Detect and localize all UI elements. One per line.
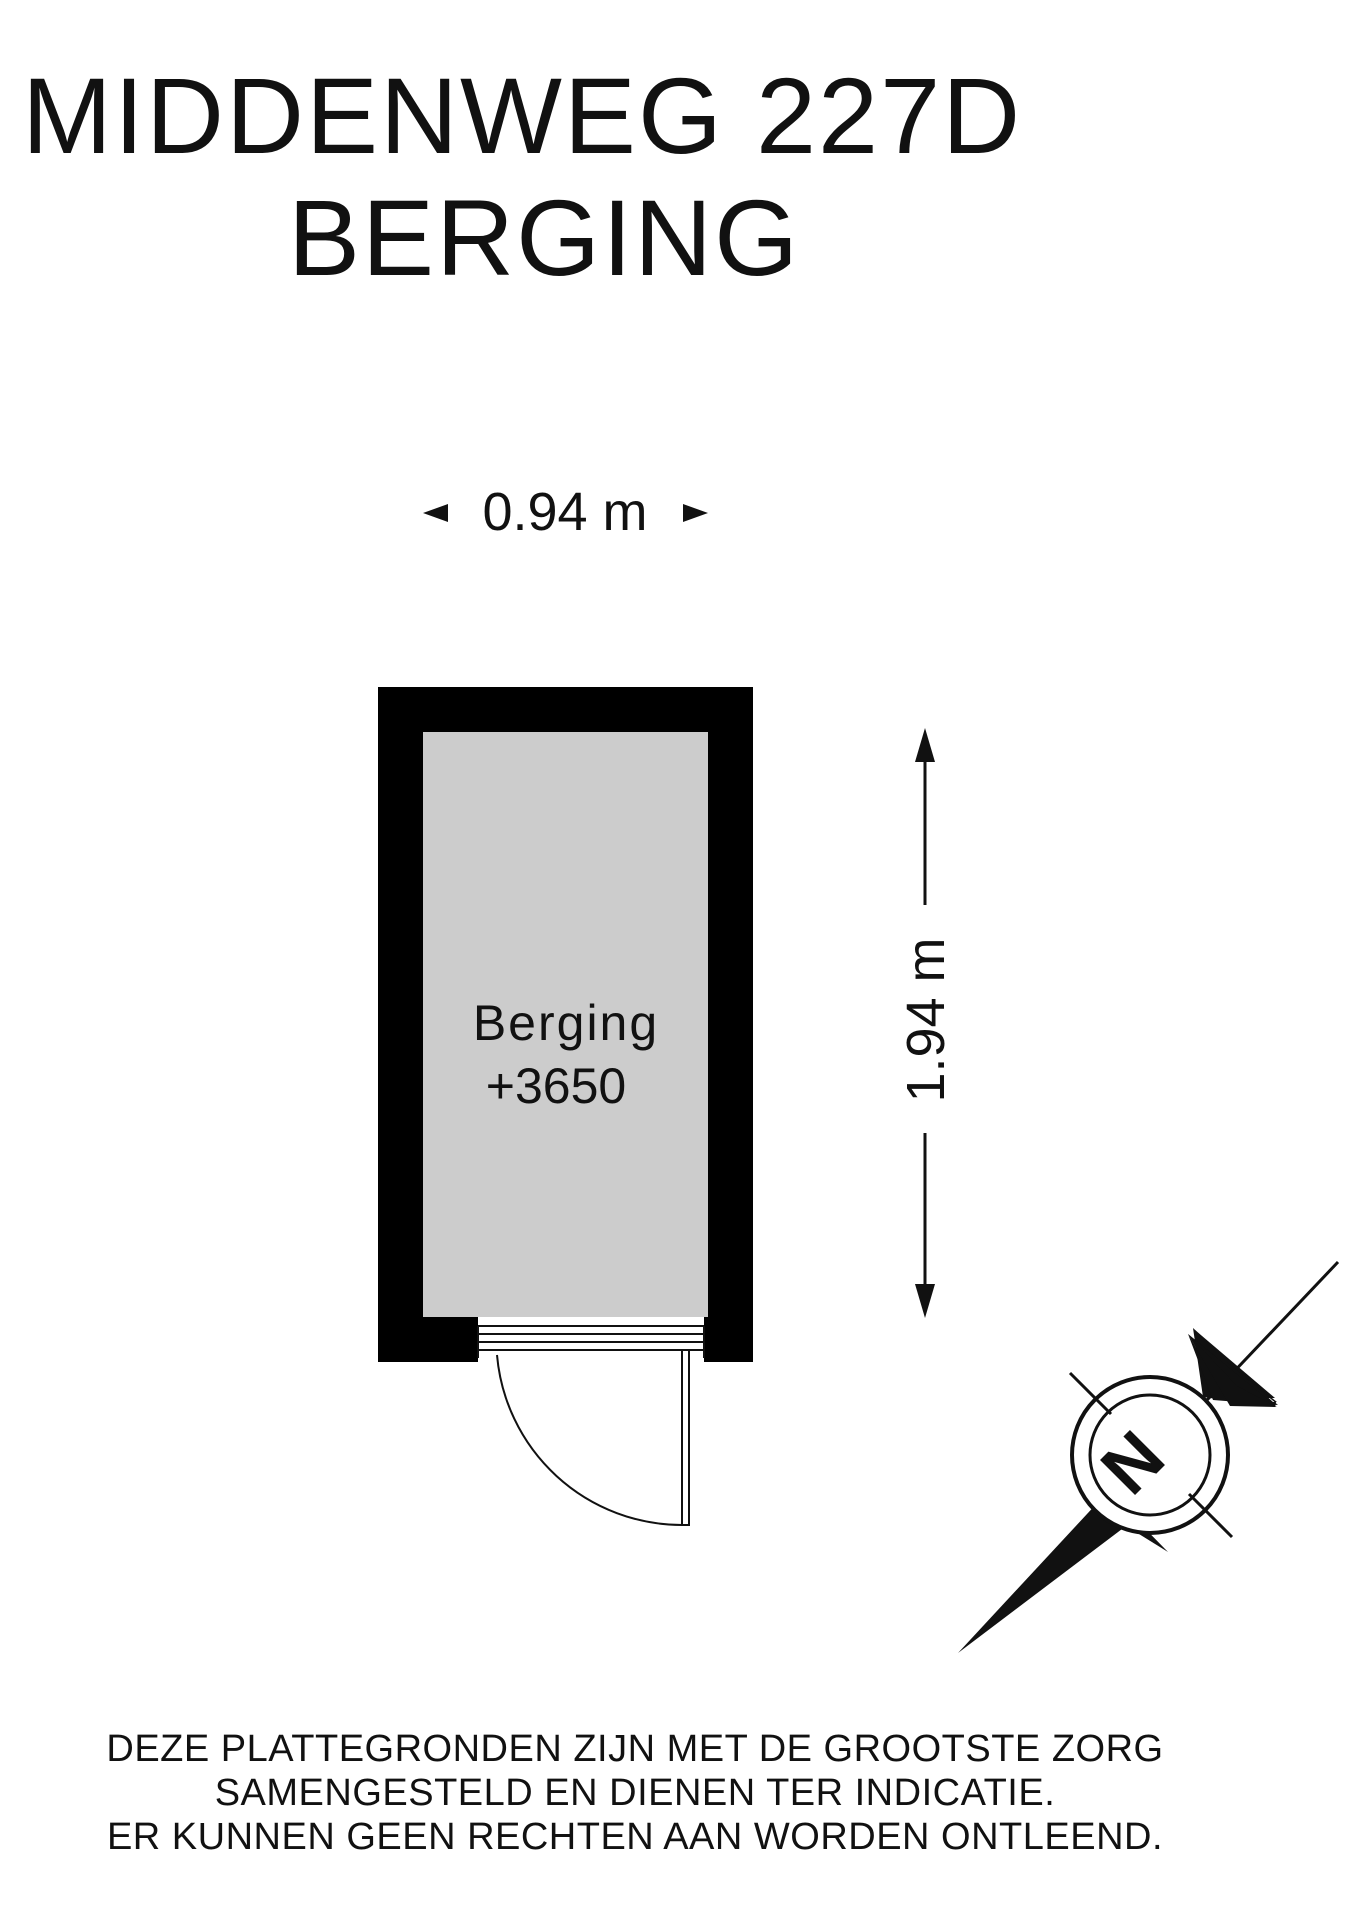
disclaimer-line: ER KUNNEN GEEN RECHTEN AAN WORDEN ONTLEE… bbox=[106, 1816, 1164, 1858]
room-level: +3650 bbox=[486, 1058, 626, 1114]
door-swing-arc bbox=[496, 1354, 683, 1526]
floor-plan-subtitle: BERGING bbox=[288, 177, 801, 298]
dimension-arrow-right-icon bbox=[683, 504, 708, 522]
width-label: 0.94 m bbox=[482, 482, 647, 542]
room-name: Berging bbox=[473, 995, 659, 1051]
disclaimer-line: DEZE PLATTEGRONDEN ZIJN MET DE GROOTSTE … bbox=[106, 1728, 1164, 1770]
storage-room: Berging +3650 bbox=[378, 687, 753, 1526]
disclaimer-line: SAMENGESTELD EN DIENEN TER INDICATIE. bbox=[214, 1772, 1056, 1814]
length-label: 1.94 m bbox=[896, 937, 956, 1102]
width-dimension: 0.94 m bbox=[423, 482, 708, 542]
compass-south-pointer bbox=[958, 1500, 1126, 1653]
disclaimer: DEZE PLATTEGRONDEN ZIJN MET DE GROOTSTE … bbox=[0, 1727, 1270, 1859]
address-title: MIDDENWEG 227D bbox=[22, 55, 1023, 176]
north-arrow-icon: N bbox=[958, 1260, 1340, 1653]
length-dimension: 1.94 m bbox=[896, 728, 956, 1318]
dimension-arrow-left-icon bbox=[423, 504, 448, 522]
dimension-arrow-down-icon bbox=[915, 1284, 935, 1318]
page-title: MIDDENWEG 227D BERGING bbox=[0, 55, 1100, 299]
door-leaf bbox=[681, 1349, 690, 1526]
door-opening bbox=[478, 1317, 704, 1363]
dimension-arrow-up-icon bbox=[915, 728, 935, 762]
room-floor bbox=[423, 732, 708, 1317]
